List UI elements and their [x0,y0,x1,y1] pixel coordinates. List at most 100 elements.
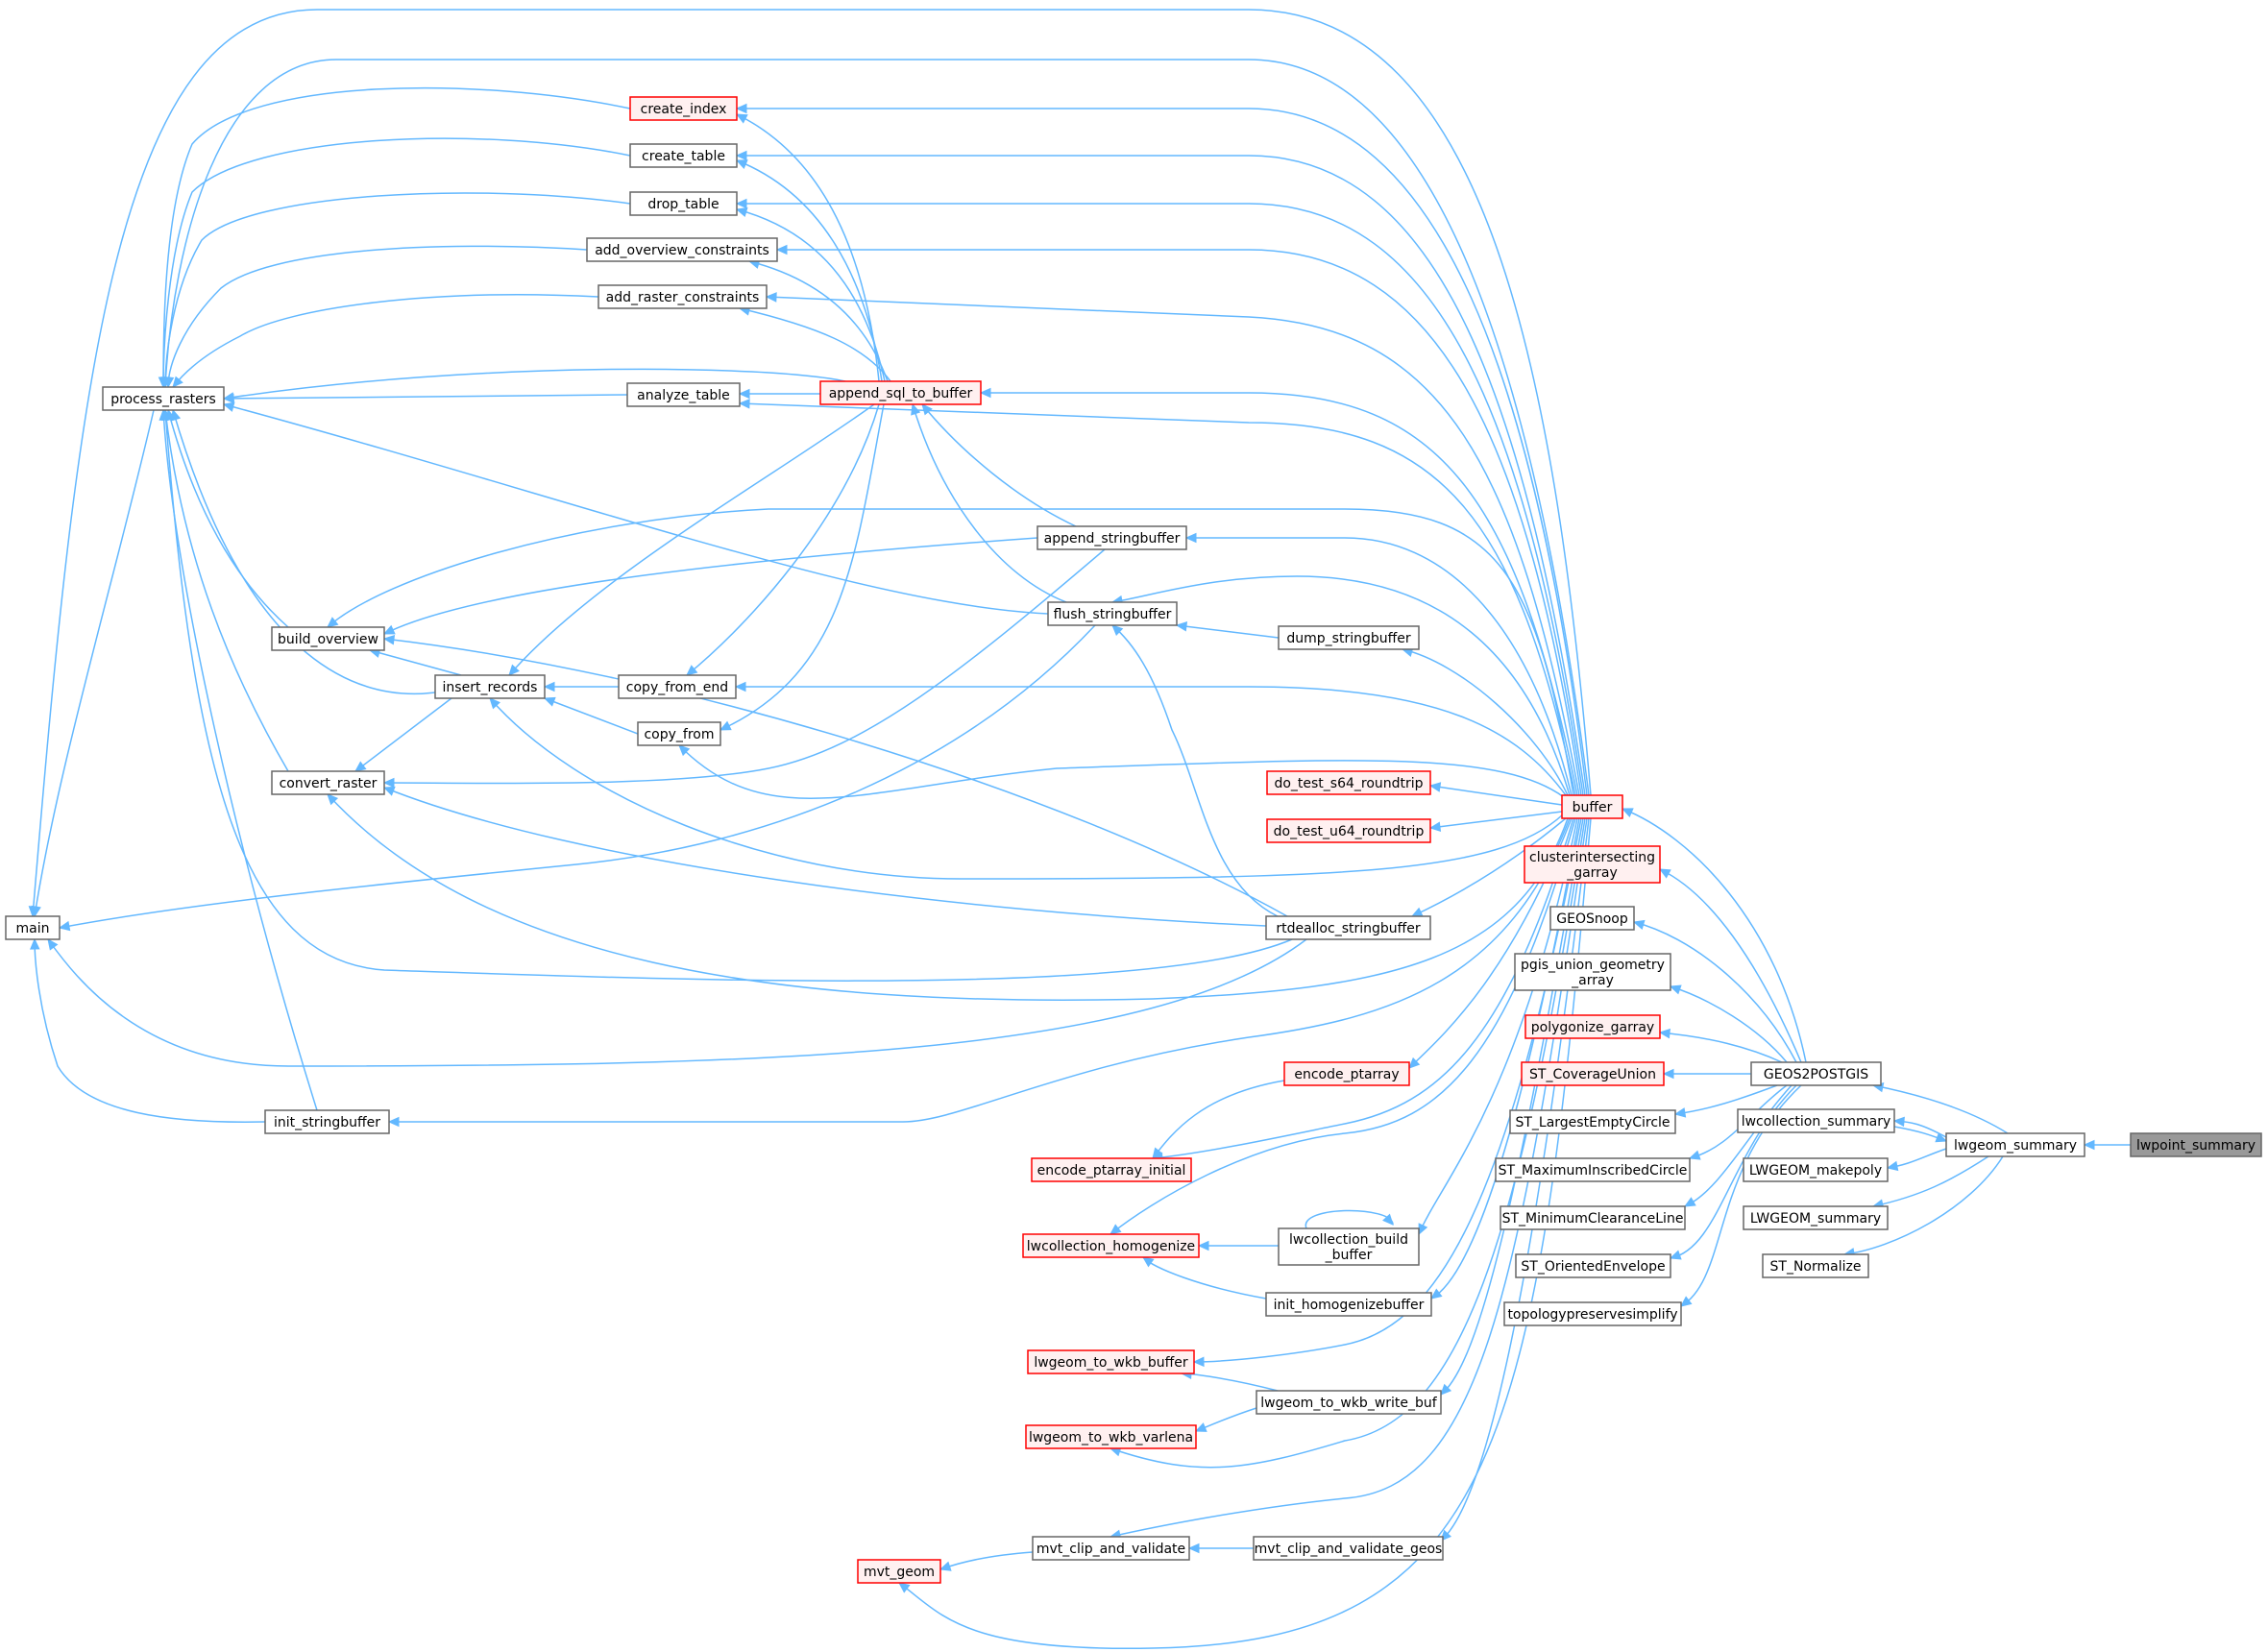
node-main[interactable]: main [5,915,61,940]
node-box[interactable] [1278,625,1420,650]
node-buffer[interactable]: buffer [1561,794,1623,819]
node-box[interactable] [629,143,738,168]
node-GEOSnoop[interactable]: GEOSnoop [1549,906,1635,931]
node-process_rasters[interactable]: process_rasters [102,386,225,411]
node-box[interactable] [1762,1253,1869,1278]
node-pgis_union_geometry_array[interactable]: pgis_union_geometry_array [1514,953,1671,991]
node-mvt_clip_and_validate_geos[interactable]: mvt_clip_and_validate_geos [1253,1536,1444,1561]
node-box[interactable] [1278,1227,1420,1266]
node-box[interactable] [1737,1108,1895,1133]
node-ST_CoverageUnion[interactable]: ST_CoverageUnion [1521,1061,1665,1086]
node-ST_Normalize[interactable]: ST_Normalize [1762,1253,1869,1278]
node-box[interactable] [5,915,61,940]
node-lwpoint_summary[interactable]: lwpoint_summary [2130,1132,2262,1157]
node-box[interactable] [629,96,738,121]
node-init_stringbuffer[interactable]: init_stringbuffer [264,1109,390,1134]
node-box[interactable] [618,674,737,699]
node-LWGEOM_summary[interactable]: LWGEOM_summary [1743,1205,1889,1230]
node-box[interactable] [629,191,738,216]
node-polygonize_garray[interactable]: polygonize_garray [1524,1014,1661,1039]
node-box[interactable] [1500,1205,1686,1230]
node-box[interactable] [1743,1157,1889,1182]
node-box[interactable] [1047,601,1178,626]
node-lwgeom_summary[interactable]: lwgeom_summary [1945,1132,2085,1157]
node-box[interactable] [102,386,225,411]
node-lwgeom_to_wkb_buffer[interactable]: lwgeom_to_wkb_buffer [1027,1349,1195,1374]
node-build_overview[interactable]: build_overview [271,626,385,651]
node-box[interactable] [857,1559,941,1584]
node-lwcollection_summary[interactable]: lwcollection_summary [1737,1108,1895,1133]
node-add_raster_constraints[interactable]: add_raster_constraints [597,284,768,309]
node-LWGEOM_makepoly[interactable]: LWGEOM_makepoly [1743,1157,1889,1182]
node-GEOS2POSTGIS[interactable]: GEOS2POSTGIS [1750,1061,1882,1086]
node-box[interactable] [1945,1132,2085,1157]
node-ST_OrientedEnvelope[interactable]: ST_OrientedEnvelope [1515,1253,1671,1278]
node-box[interactable] [1524,845,1661,884]
node-box[interactable] [586,237,778,262]
node-box[interactable] [1495,1157,1691,1182]
node-append_sql_to_buffer[interactable]: append_sql_to_buffer [819,380,982,405]
node-box[interactable] [1265,915,1431,940]
node-box[interactable] [1561,794,1623,819]
node-clusterintersecting_garray[interactable]: clusterintersecting_garray [1524,845,1661,884]
node-box[interactable] [1515,1253,1671,1278]
node-box[interactable] [1265,1292,1432,1317]
node-box[interactable] [637,721,721,746]
node-lwcollection_build_buffer[interactable]: lwcollection_build_buffer [1278,1227,1420,1266]
node-box[interactable] [1266,818,1431,843]
node-box[interactable] [1253,1536,1444,1561]
node-box[interactable] [1524,1014,1661,1039]
node-ST_MaximumInscribedCircle[interactable]: ST_MaximumInscribedCircle [1495,1157,1691,1182]
node-ST_LargestEmptyCircle[interactable]: ST_LargestEmptyCircle [1509,1109,1676,1134]
node-create_table[interactable]: create_table [629,143,738,168]
node-init_homogenizebuffer[interactable]: init_homogenizebuffer [1265,1292,1432,1317]
node-encode_ptarray[interactable]: encode_ptarray [1283,1061,1410,1086]
node-box[interactable] [1503,1301,1682,1326]
node-box[interactable] [2130,1132,2262,1157]
node-box[interactable] [1283,1061,1410,1086]
node-box[interactable] [1256,1390,1442,1415]
node-box[interactable] [1750,1061,1882,1086]
node-box[interactable] [1514,953,1671,991]
node-box[interactable] [271,626,385,651]
node-lwgeom_to_wkb_write_buf[interactable]: lwgeom_to_wkb_write_buf [1256,1390,1442,1415]
node-add_overview_constraints[interactable]: add_overview_constraints [586,237,778,262]
node-box[interactable] [264,1109,390,1134]
node-mvt_geom[interactable]: mvt_geom [857,1559,941,1584]
node-drop_table[interactable]: drop_table [629,191,738,216]
node-box[interactable] [434,674,546,699]
node-box[interactable] [1022,1233,1200,1258]
node-mvt_clip_and_validate[interactable]: mvt_clip_and_validate [1032,1536,1190,1561]
node-append_stringbuffer[interactable]: append_stringbuffer [1036,525,1187,550]
node-ST_MinimumClearanceLine[interactable]: ST_MinimumClearanceLine [1500,1205,1686,1230]
node-do_test_s64_roundtrip[interactable]: do_test_s64_roundtrip [1266,770,1431,795]
node-rtdealloc_stringbuffer[interactable]: rtdealloc_stringbuffer [1265,915,1431,940]
node-box[interactable] [1025,1424,1197,1449]
node-box[interactable] [1743,1205,1889,1230]
node-analyze_table[interactable]: analyze_table [626,382,741,407]
node-box[interactable] [597,284,768,309]
node-topologypreservesimplify[interactable]: topologypreservesimplify [1503,1301,1682,1326]
node-box[interactable] [1509,1109,1676,1134]
node-box[interactable] [1032,1536,1190,1561]
node-lwgeom_to_wkb_varlena[interactable]: lwgeom_to_wkb_varlena [1025,1424,1197,1449]
node-box[interactable] [1266,770,1431,795]
node-encode_ptarray_initial[interactable]: encode_ptarray_initial [1031,1157,1192,1182]
node-box[interactable] [819,380,982,405]
node-convert_raster[interactable]: convert_raster [271,770,385,795]
node-box[interactable] [271,770,385,795]
node-box[interactable] [626,382,741,407]
node-flush_stringbuffer[interactable]: flush_stringbuffer [1047,601,1178,626]
node-box[interactable] [1521,1061,1665,1086]
node-box[interactable] [1027,1349,1195,1374]
node-box[interactable] [1036,525,1187,550]
node-box[interactable] [1549,906,1635,931]
node-dump_stringbuffer[interactable]: dump_stringbuffer [1278,625,1420,650]
node-insert_records[interactable]: insert_records [434,674,546,699]
node-box[interactable] [1031,1157,1192,1182]
node-copy_from_end[interactable]: copy_from_end [618,674,737,699]
node-do_test_u64_roundtrip[interactable]: do_test_u64_roundtrip [1266,818,1431,843]
node-create_index[interactable]: create_index [629,96,738,121]
node-lwcollection_homogenize[interactable]: lwcollection_homogenize [1022,1233,1200,1258]
node-copy_from[interactable]: copy_from [637,721,721,746]
